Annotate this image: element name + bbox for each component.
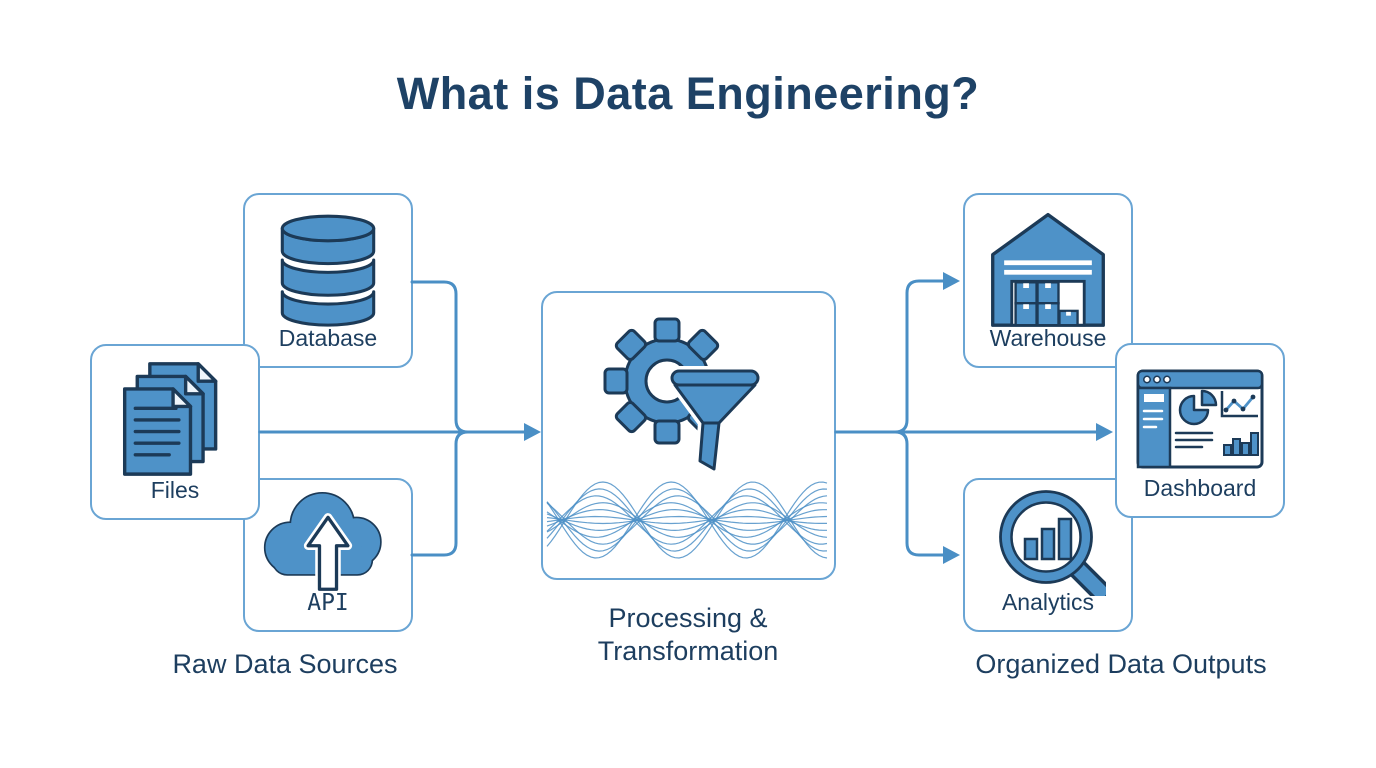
warehouse-icon	[991, 212, 1105, 327]
dashboard-label: Dashboard	[1143, 475, 1257, 501]
processing-caption: Processing & Transformation	[538, 602, 838, 668]
gear-funnel-icon	[546, 317, 828, 559]
connector-branch-to-warehouse	[893, 279, 946, 434]
api-label: API	[307, 590, 349, 616]
cloud-upload-icon	[263, 492, 382, 594]
sources-caption: Raw Data Sources	[172, 649, 398, 679]
files-label: Files	[150, 477, 200, 503]
analytics-box: Analytics	[963, 478, 1133, 632]
database-box: Database	[243, 193, 413, 368]
arrowhead-into-warehouse	[943, 272, 960, 290]
page-title: What is Data Engineering?	[396, 68, 980, 119]
analytics-label: Analytics	[1001, 589, 1095, 615]
processing-caption-line2: Transformation	[597, 636, 779, 666]
files-box: Files	[90, 344, 260, 520]
connector-database-to-merge	[410, 280, 470, 434]
warehouse-label: Warehouse	[989, 325, 1107, 351]
arrowhead-into-analytics	[943, 546, 960, 564]
arrowhead-into-processing	[524, 423, 541, 441]
warehouse-box: Warehouse	[963, 193, 1133, 368]
wave-decoration	[546, 481, 828, 559]
database-label: Database	[278, 325, 378, 351]
connector-branch-to-analytics	[893, 430, 946, 557]
api-box: API	[243, 478, 413, 632]
connector-api-to-merge	[410, 430, 470, 557]
processing-caption-line1: Processing &	[608, 603, 768, 633]
dashboard-window-icon	[1136, 369, 1264, 469]
outputs-caption: Organized Data Outputs	[975, 649, 1267, 679]
dashboard-box: Dashboard	[1115, 343, 1285, 518]
magnifier-bar-chart-icon	[999, 490, 1106, 596]
arrowhead-into-dashboard	[1096, 423, 1113, 441]
processing-box	[541, 291, 836, 580]
database-cylinder-icon	[280, 214, 376, 327]
documents-icon	[122, 362, 218, 476]
